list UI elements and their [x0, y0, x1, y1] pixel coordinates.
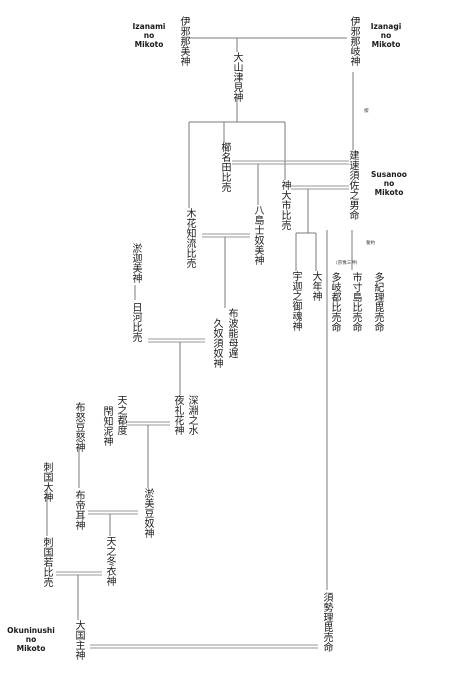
name-suseribime: 須勢理毘売命 [321, 592, 332, 652]
name-kushinadahime: 櫛名田比売 [219, 142, 230, 192]
name-fuhanomojikunusunu-2: 久奴須奴神 [211, 318, 222, 368]
name-funozunonokami: 布怒豆怒神 [73, 402, 84, 452]
name-izanagi: 伊邪那岐神 [348, 16, 359, 66]
name-ootoshi: 大年神 [310, 271, 321, 301]
name-sashikunuookami: 刺国大神 [41, 462, 52, 502]
name-futemimi: 布帝耳神 [73, 490, 84, 530]
name-takiribime: 多紀理毘売命 [372, 272, 383, 332]
name-omizunu: 淤美豆奴神 [142, 488, 153, 538]
name-ametsudo-2: 閇知泥神 [101, 406, 112, 446]
name-fuhanomojikunusunu-1: 布波能母遅 [226, 308, 237, 358]
name-susanoo: 建速須佐之男命 [347, 150, 358, 220]
name-ookuninushi: 大国主神 [73, 620, 84, 660]
name-ametsudo-1: 天之都度 [115, 395, 126, 435]
name-sashikuniwakahime: 刺国若比売 [41, 537, 52, 587]
name-ukanomitama: 宇迦之御魂神 [290, 271, 301, 331]
name-izanami: 伊邪那美神 [178, 16, 189, 66]
name-ichikishimahime: 市寸島比売命 [350, 272, 361, 332]
name-amenofuyukinu: 天之冬衣神 [104, 536, 115, 586]
note-ukehi: 誓約 [366, 241, 375, 246]
name-okaminokami: 淤迦美神 [130, 243, 141, 283]
name-tagitsuhime: 多岐都比売命 [329, 272, 340, 332]
name-hikawahime: 日河比売 [130, 302, 141, 342]
name-fukabuchi-2: 夜礼花神 [172, 395, 183, 435]
name-ooyamatsumi: 大山津見神 [231, 52, 242, 102]
note-sankishin: (宗像三神) [336, 261, 358, 266]
note-birth: 禊 [364, 109, 369, 114]
name-kamuooichihime: 神大市比売 [279, 180, 290, 230]
name-fukabuchi-1: 深淵之水 [186, 395, 197, 435]
name-konohanachiruhime: 木花知流比売 [184, 208, 195, 268]
name-yashimajinumi: 八島士奴美神 [252, 205, 263, 265]
